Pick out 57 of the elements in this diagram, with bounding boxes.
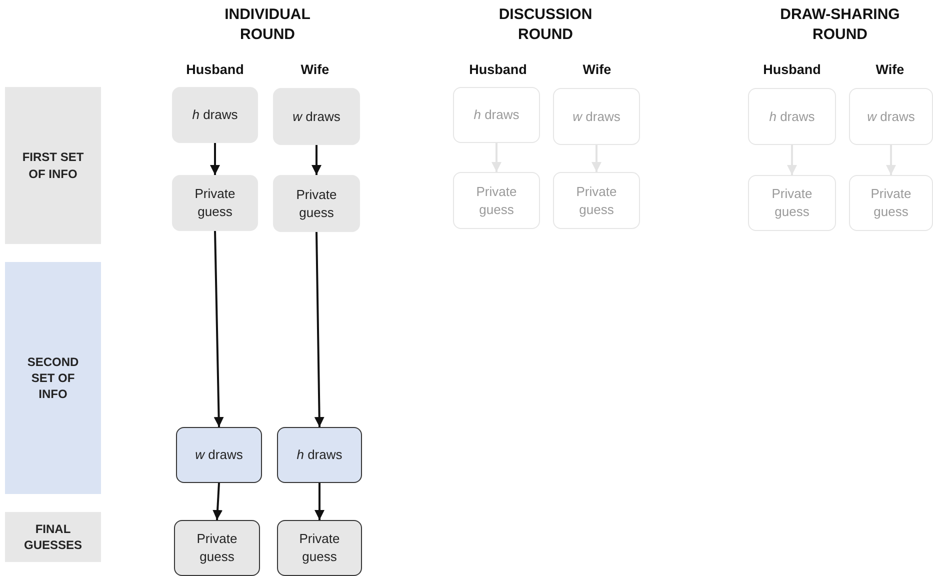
column-heading: INDIVIDUAL ROUND (224, 5, 312, 44)
arrow (210, 143, 220, 175)
box-text: h draws (769, 108, 815, 126)
role-heading: Husband (762, 61, 822, 79)
arrow (212, 482, 223, 520)
process-box (172, 87, 258, 143)
role-heading: Wife (874, 61, 906, 79)
role-heading: Wife (300, 61, 330, 79)
process-box (176, 427, 262, 483)
arrow (312, 145, 322, 175)
faded-process-box (553, 172, 640, 229)
box-text: w draws (867, 108, 915, 126)
row-heading: FINAL GUESSES (22, 520, 84, 554)
box-text: Private guess (295, 186, 338, 222)
arrow (886, 145, 896, 175)
row-heading: SECOND SET OF INFO (26, 354, 80, 402)
box-text: w draws (572, 108, 620, 126)
process-box (174, 520, 260, 576)
role-heading: Husband (468, 61, 528, 79)
role-heading: Wife (582, 61, 612, 79)
arrow (787, 145, 797, 175)
box-text: Private guess (298, 530, 341, 566)
box-text: h draws (296, 446, 342, 464)
box-text: w draws (195, 446, 243, 464)
role-heading: Husband (185, 61, 245, 79)
process-box (273, 88, 360, 145)
faded-process-box (453, 87, 540, 143)
arrow (314, 232, 324, 428)
process-box (277, 520, 362, 576)
row-heading: FIRST SET OF INFO (21, 149, 85, 182)
row-band (5, 262, 101, 494)
arrow (314, 483, 324, 520)
box-text: Private guess (870, 185, 912, 221)
faded-process-box (553, 88, 640, 145)
process-box (273, 175, 360, 232)
box-text: Private guess (770, 185, 814, 221)
arrow (592, 145, 602, 172)
faded-process-box (849, 88, 933, 145)
box-text: Private guess (575, 182, 618, 218)
faded-process-box (849, 175, 933, 231)
faded-process-box (748, 88, 836, 145)
box-text: Private guess (194, 185, 236, 221)
arrow (214, 230, 224, 428)
row-band (5, 87, 101, 244)
faded-process-box (453, 172, 540, 229)
box-text: w draws (292, 108, 340, 126)
arrow (492, 143, 502, 172)
column-heading: DISCUSSION ROUND (498, 5, 594, 44)
row-band (5, 512, 101, 562)
process-box (172, 175, 258, 231)
box-text: h draws (474, 106, 520, 124)
box-text: Private guess (196, 530, 238, 566)
process-box (277, 427, 362, 483)
box-text: Private guess (475, 182, 518, 218)
column-heading: DRAW-SHARING ROUND (779, 5, 901, 44)
faded-process-box (748, 175, 836, 231)
box-text: h draws (192, 106, 238, 124)
